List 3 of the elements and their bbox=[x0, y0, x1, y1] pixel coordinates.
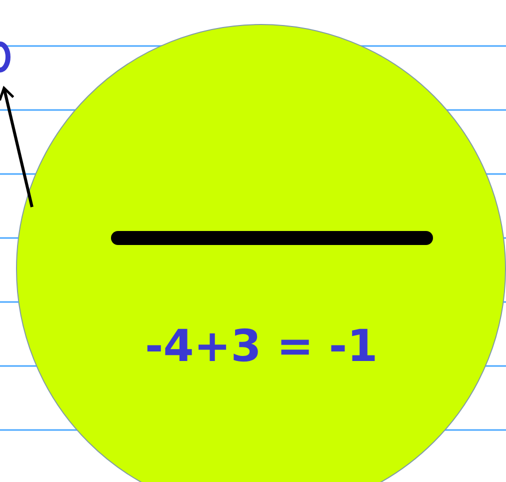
equation: -4+3 = -1 bbox=[145, 325, 378, 369]
arrow bbox=[0, 86, 34, 208]
ring-mark bbox=[0, 40, 12, 74]
